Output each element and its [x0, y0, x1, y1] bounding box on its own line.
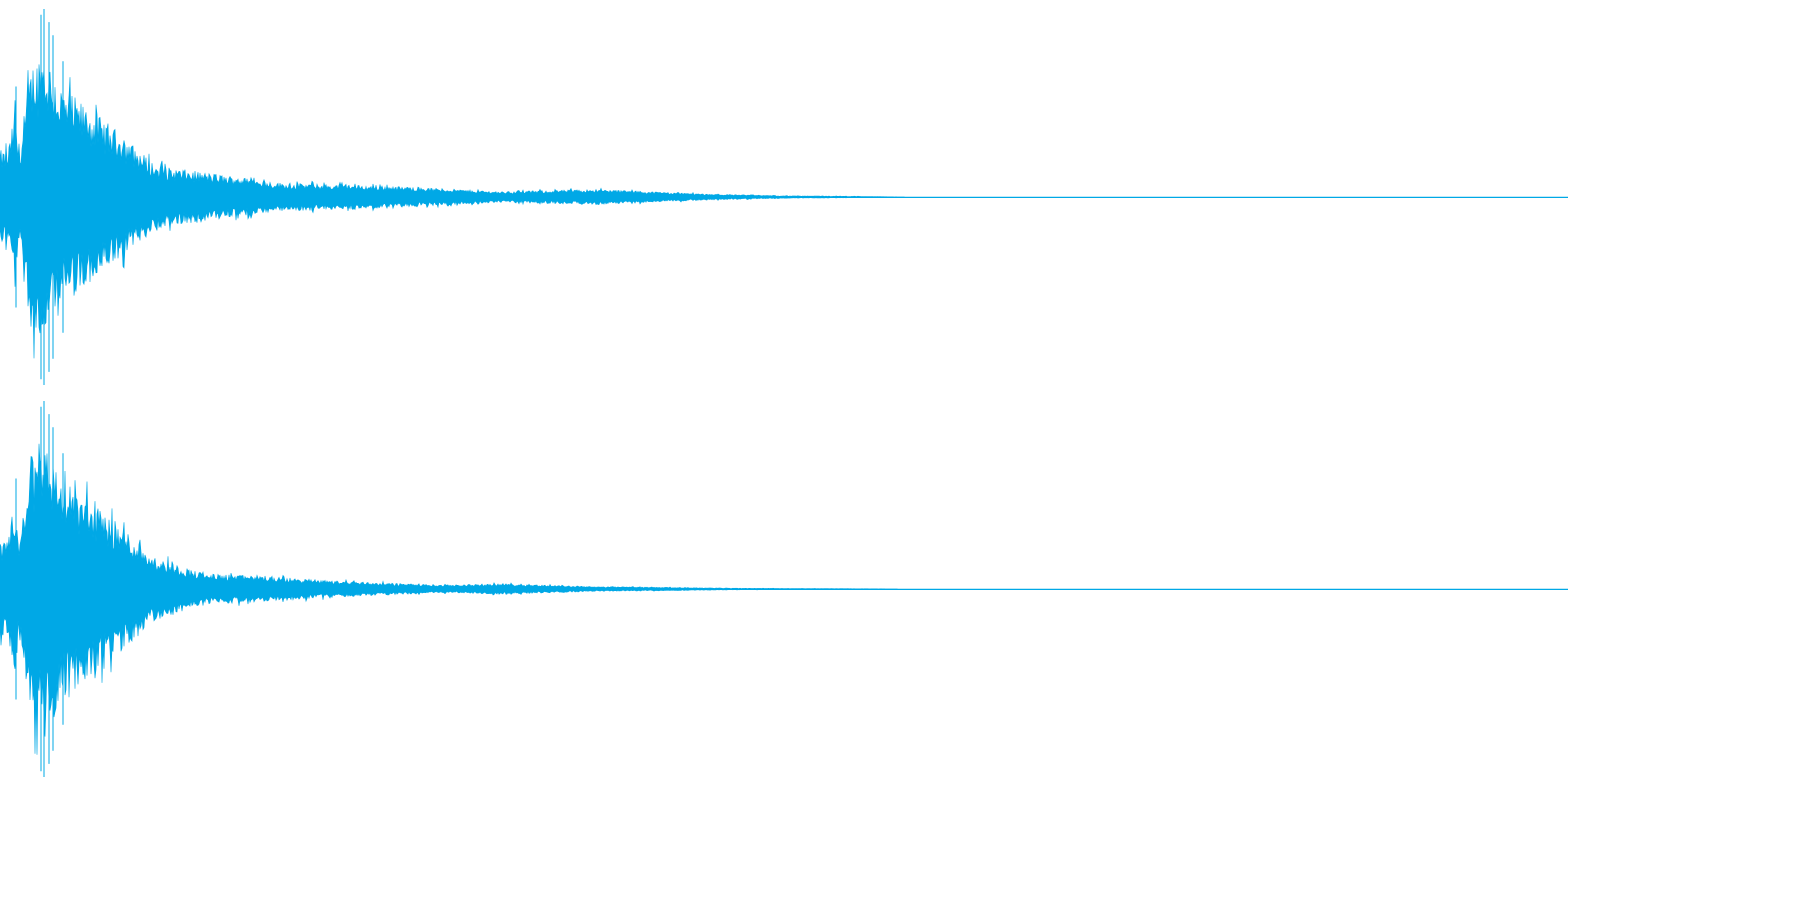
channel-1-waveform: [0, 9, 1568, 385]
channel-2-waveform-area: [0, 443, 1568, 755]
channel-1-waveform-area: [0, 64, 1568, 359]
channel-2-waveform: [0, 401, 1568, 777]
